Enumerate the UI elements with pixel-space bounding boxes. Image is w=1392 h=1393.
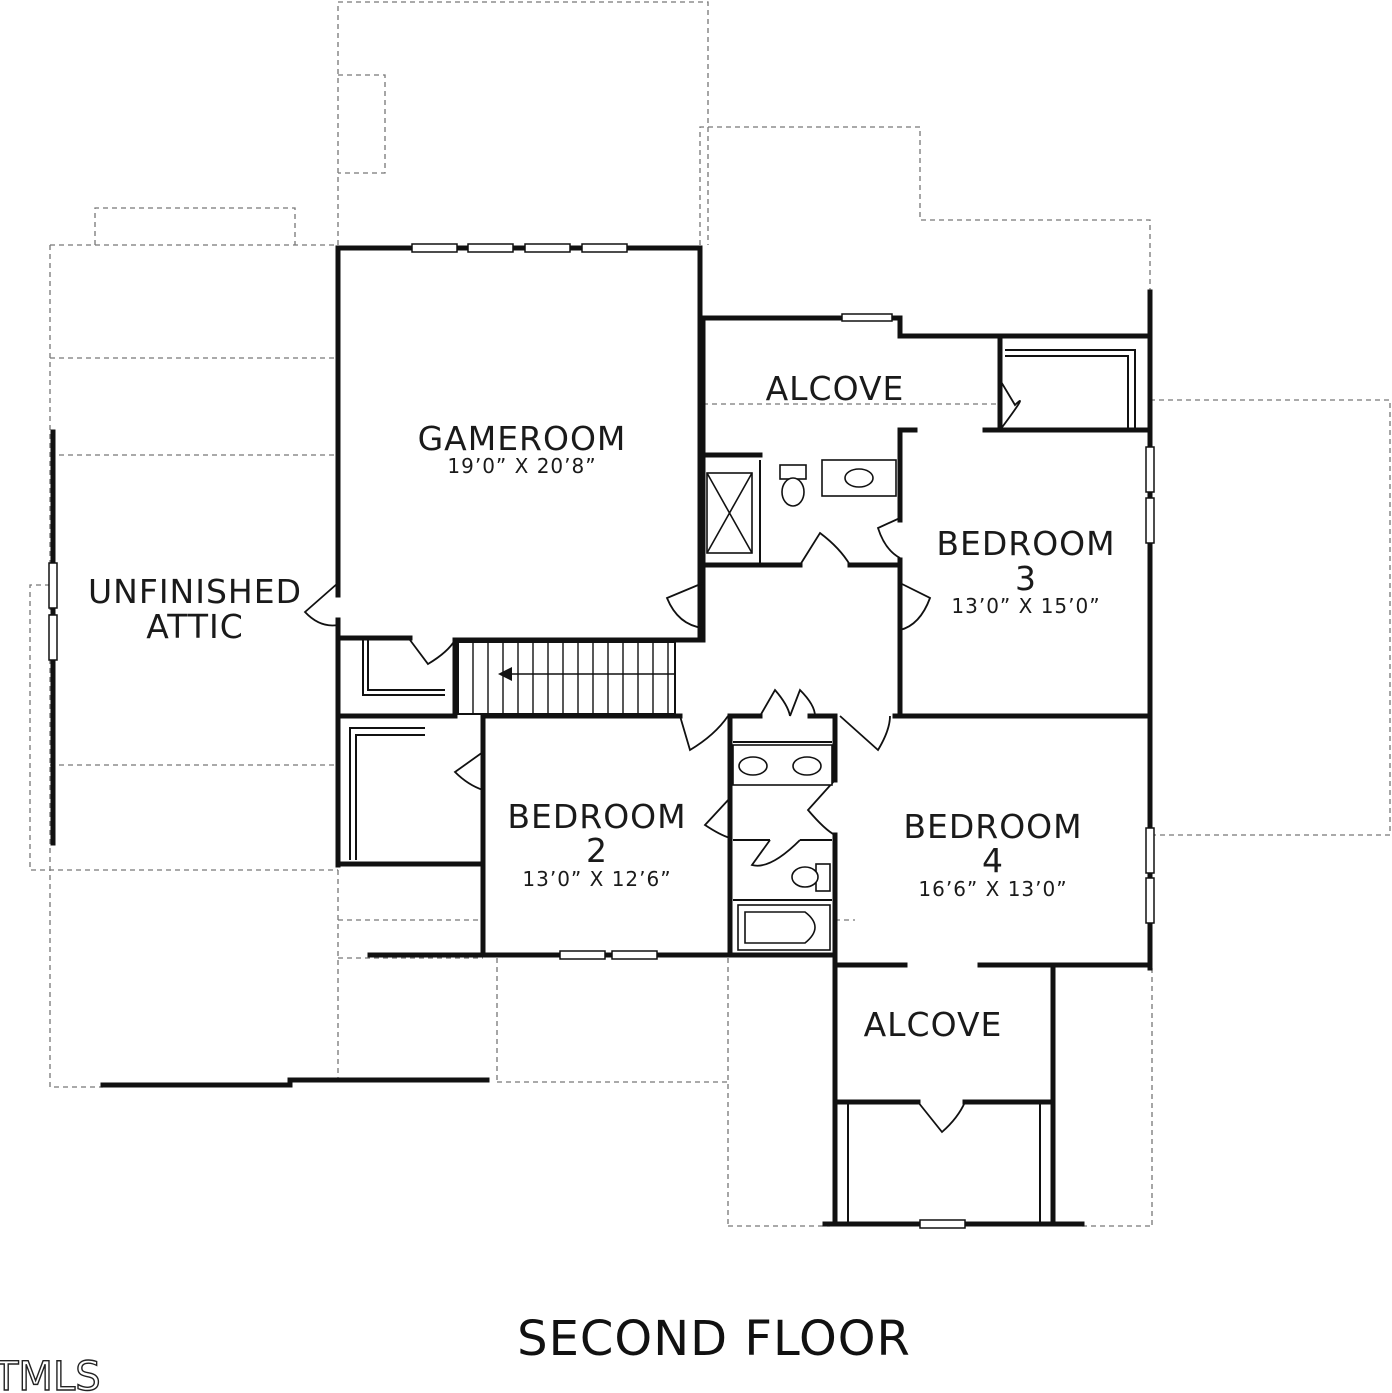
gameroom-dimensions: 19’0” X 20’8” — [447, 454, 596, 478]
bedroom4-name: BEDROOM — [903, 807, 1082, 846]
alcove-upper-name: ALCOVE — [766, 369, 905, 408]
room-label-bedroom-4: BEDROOM 4 16’6” X 13’0” — [903, 807, 1082, 901]
unfinished-attic-line2: ATTIC — [146, 607, 244, 646]
bedroom3-dimensions: 13’0” X 15’0” — [951, 594, 1100, 618]
bedroom3-name: BEDROOM — [936, 524, 1115, 563]
bedroom4-number: 4 — [982, 841, 1004, 880]
bedroom2-name: BEDROOM — [507, 797, 686, 836]
gameroom-name: GAMEROOM — [418, 419, 627, 458]
bedroom3-number: 3 — [1015, 559, 1037, 598]
roof-outline-lines — [29, 1, 1391, 1227]
stairs — [457, 641, 676, 715]
room-label-bedroom-2: BEDROOM 2 13’0” X 12’6” — [507, 797, 686, 891]
mls-watermark: TMLS — [0, 1354, 101, 1393]
room-label-alcove-lower: ALCOVE — [864, 1005, 1003, 1044]
unfinished-attic-line1: UNFINISHED — [88, 572, 302, 611]
bedroom4-dimensions: 16’6” X 13’0” — [918, 877, 1067, 901]
room-label-alcove-upper: ALCOVE — [766, 369, 905, 408]
floor-title: SECOND FLOOR — [517, 1311, 911, 1367]
room-label-unfinished-attic: UNFINISHED ATTIC — [88, 572, 302, 646]
windows — [48, 243, 1155, 1229]
bedroom2-dimensions: 13’0” X 12’6” — [522, 867, 671, 891]
doors — [303, 379, 1021, 1134]
room-label-bedroom-3: BEDROOM 3 13’0” X 15’0” — [936, 524, 1115, 618]
closet-shelves — [349, 349, 1136, 860]
bath-fixtures — [706, 459, 897, 951]
alcove-lower-name: ALCOVE — [864, 1005, 1003, 1044]
room-label-gameroom: GAMEROOM 19’0” X 20’8” — [418, 419, 627, 478]
walls — [50, 245, 1153, 1227]
bedroom2-number: 2 — [586, 831, 608, 870]
